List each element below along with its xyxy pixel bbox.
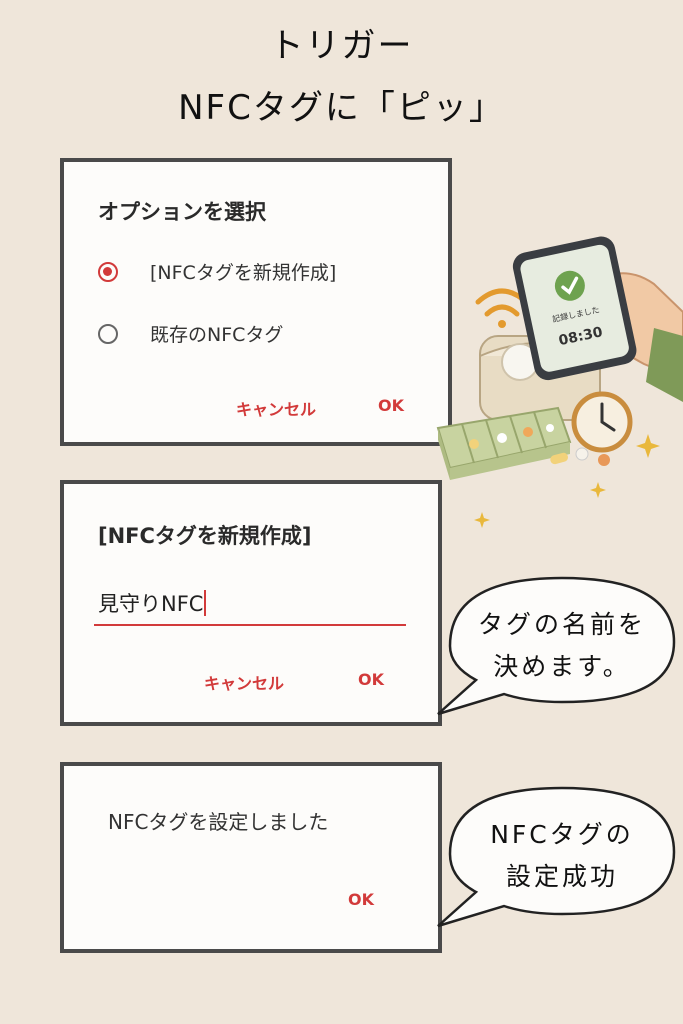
- phone-image: 記録しました 08:30: [512, 236, 637, 381]
- cancel-button[interactable]: キャンセル: [204, 670, 284, 694]
- wifi-icon: [475, 288, 529, 328]
- heading-line-2: NFCタグに「ピッ」: [178, 88, 505, 128]
- radio-unselected-icon[interactable]: [98, 323, 118, 344]
- option-existing-tag[interactable]: 既存のNFCタグ: [98, 320, 283, 347]
- nfc-scan-illustration: 記録しました 08:30: [436, 236, 683, 528]
- radio-selected-icon[interactable]: [98, 261, 118, 282]
- ok-button[interactable]: OK: [348, 890, 374, 909]
- dialog-title: オプションを選択: [98, 200, 266, 224]
- option-select-dialog: オプションを選択 [NFCタグを新規作成] 既存のNFCタグ キャンセル OK: [60, 158, 452, 446]
- bubble-line-1: タグの名前を: [477, 610, 646, 639]
- speech-bubble-name: タグの名前を 決めます。: [432, 572, 682, 720]
- speech-bubble-success: NFCタグの 設定成功: [432, 782, 682, 930]
- ok-button[interactable]: OK: [378, 396, 404, 415]
- option-label: 既存のNFCタグ: [150, 324, 284, 346]
- tag-name-value: 見守りNFC: [98, 592, 204, 616]
- text-caret: [204, 590, 207, 616]
- heading-line-1: トリガー: [269, 26, 414, 66]
- ok-button[interactable]: OK: [358, 670, 384, 689]
- bubble-line-1: NFCタグの: [490, 820, 634, 849]
- clock-icon: [571, 391, 633, 453]
- cancel-button[interactable]: キャンセル: [236, 396, 316, 420]
- bubble-line-2: 設定成功: [505, 862, 618, 891]
- tag-name-input[interactable]: 見守りNFC: [94, 582, 406, 626]
- new-tag-dialog: [NFCタグを新規作成] 見守りNFC キャンセル OK: [60, 480, 442, 726]
- tag-set-dialog: NFCタグを設定しました OK: [60, 762, 442, 953]
- option-label: [NFCタグを新規作成]: [150, 262, 337, 284]
- option-new-tag[interactable]: [NFCタグを新規作成]: [98, 258, 336, 285]
- dialog-title: [NFCタグを新規作成]: [98, 524, 312, 548]
- success-message: NFCタグを設定しました: [108, 810, 329, 834]
- pill-box-image: [436, 406, 610, 480]
- bubble-line-2: 決めます。: [493, 652, 631, 681]
